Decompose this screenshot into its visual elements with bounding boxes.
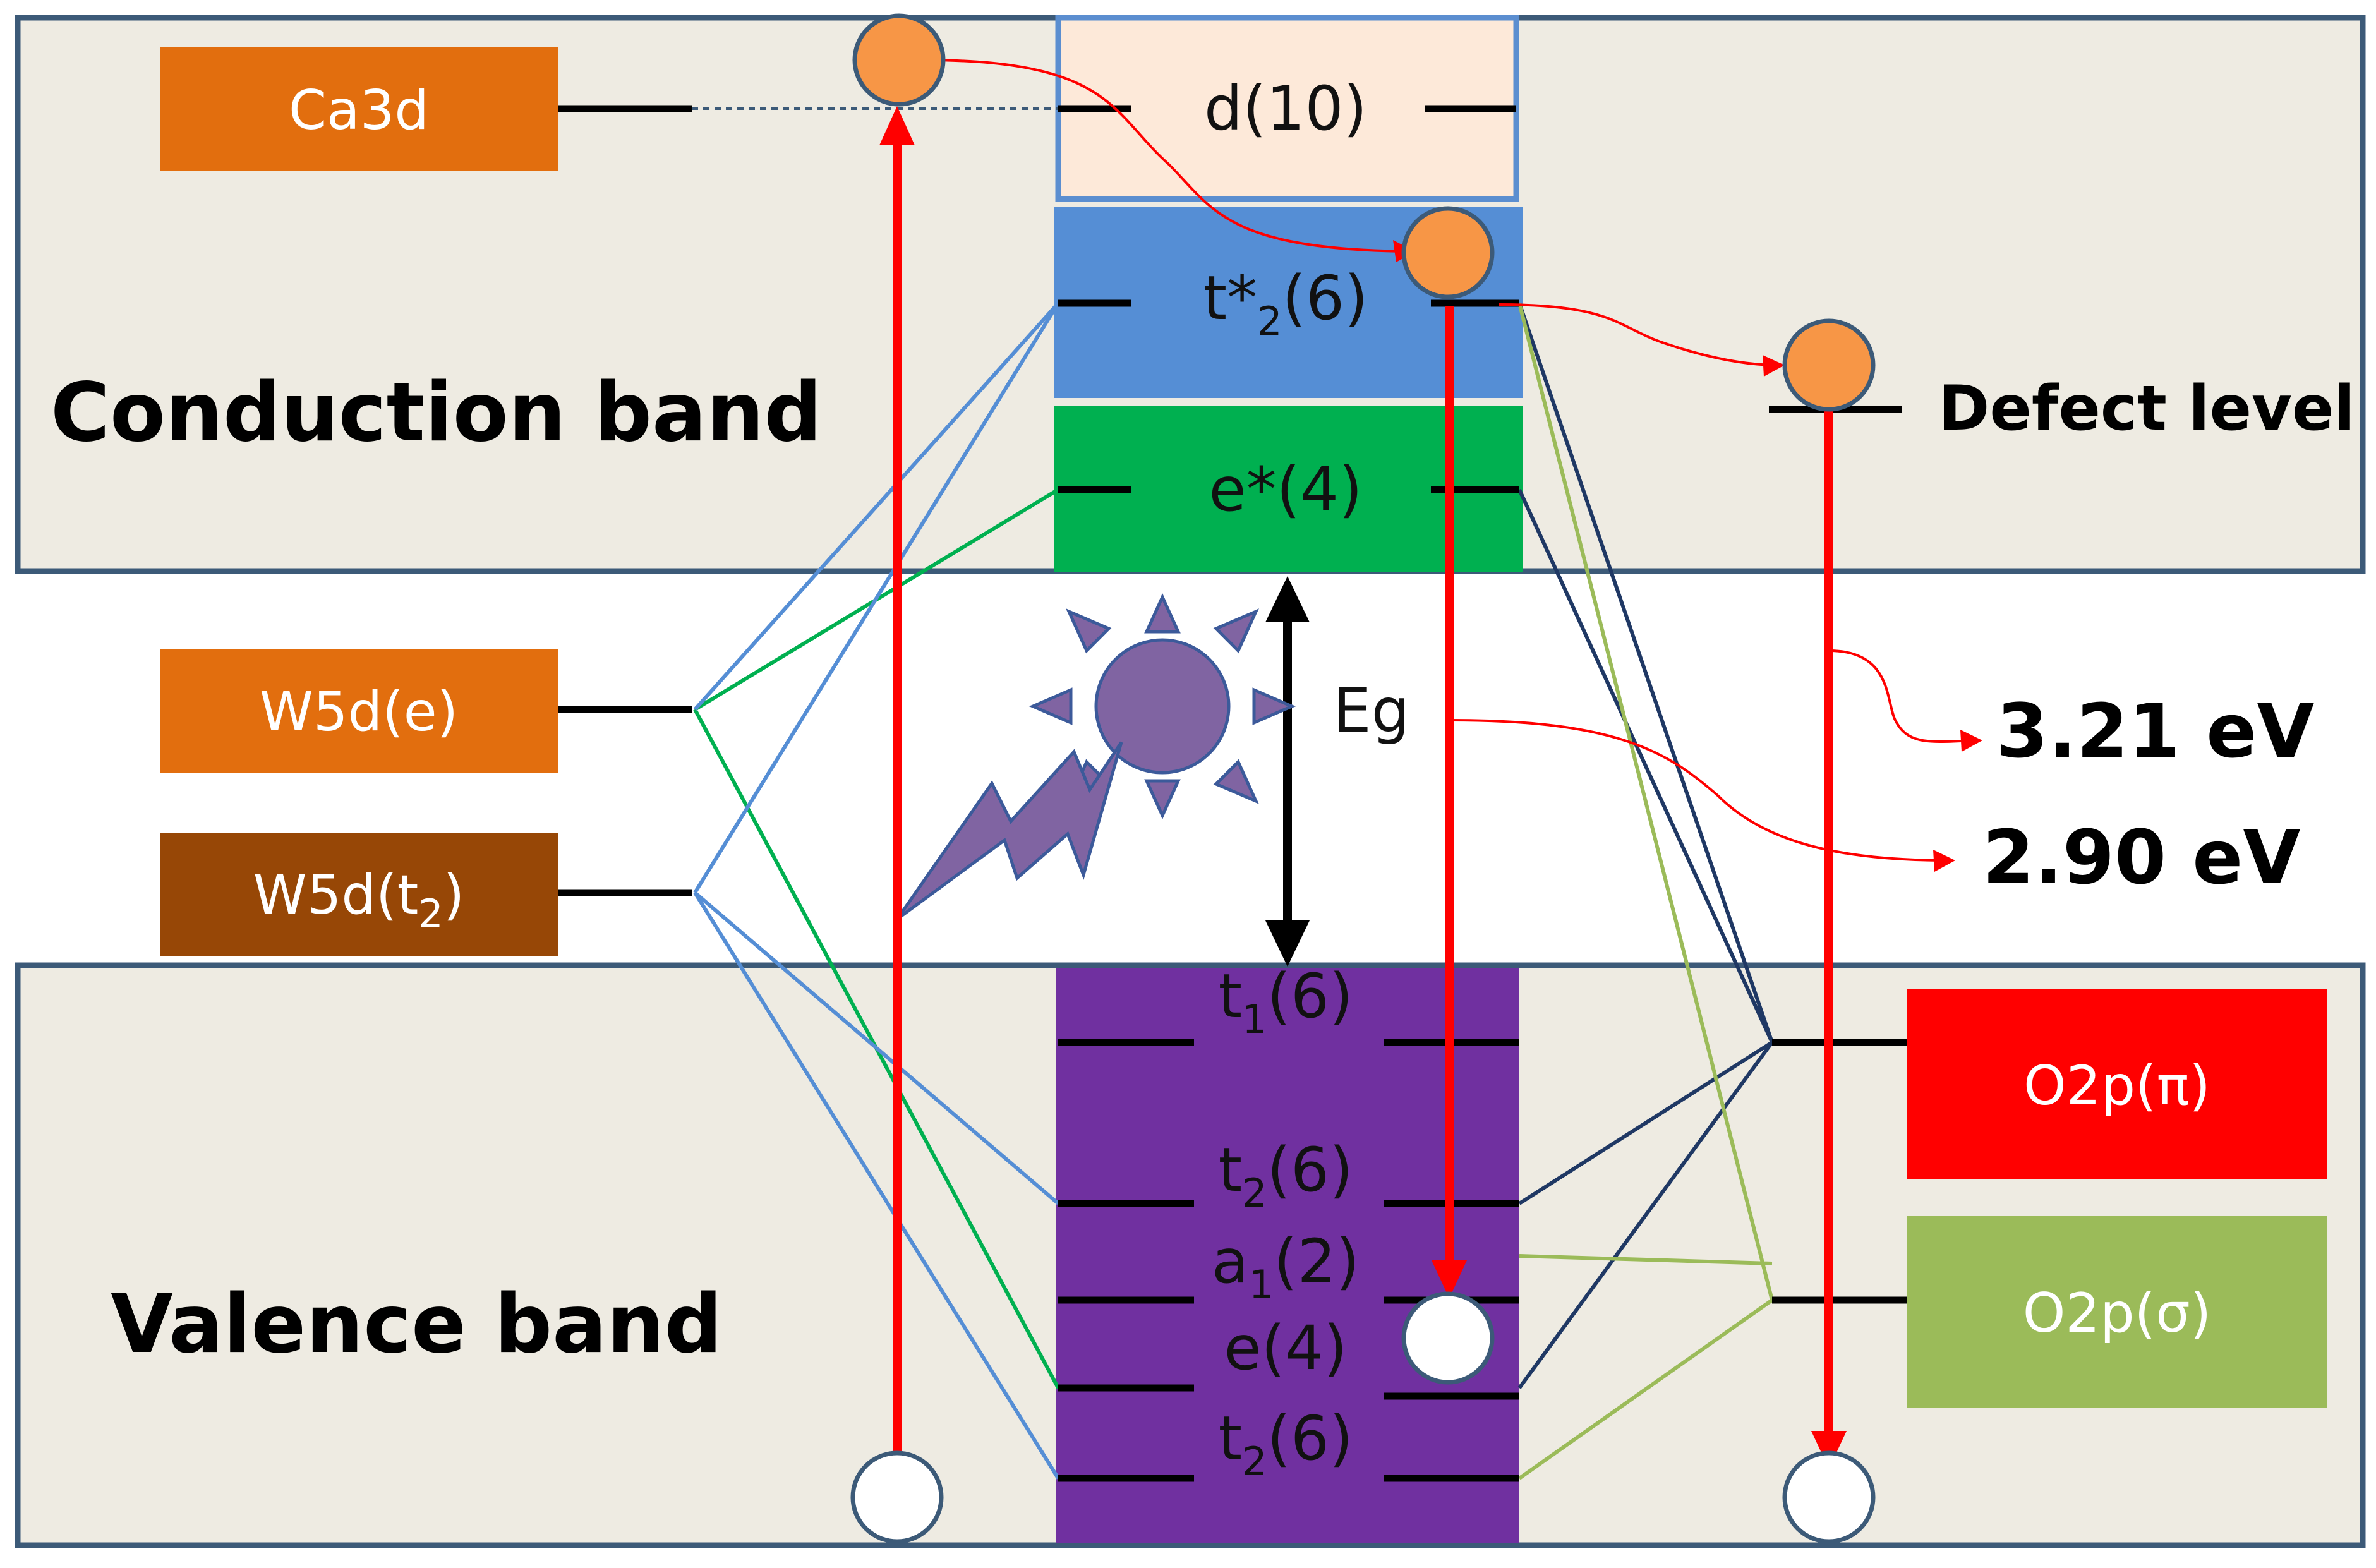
w5d-e-label: W5d(e) xyxy=(260,680,458,744)
hole-left xyxy=(850,1450,944,1544)
hole-right xyxy=(1782,1450,1876,1544)
o2p-sigma-label: O2p(σ) xyxy=(2023,1282,2212,1345)
emission-321-label: 3.21 eV xyxy=(1996,687,2315,775)
emission-290-label: 2.90 eV xyxy=(1982,814,2301,901)
t2-lower-label: t2(6) xyxy=(1218,1403,1353,1485)
hole-center xyxy=(1401,1291,1495,1385)
conduction-band-label: Conduction band xyxy=(51,366,822,460)
transition-arrows xyxy=(879,106,1847,1469)
t1-label: t1(6) xyxy=(1218,961,1353,1042)
o2p-pi-label: O2p(π) xyxy=(2023,1054,2210,1118)
t2-upper-label: t2(6) xyxy=(1218,1135,1353,1216)
electrons xyxy=(852,13,1876,412)
ca3d-box xyxy=(160,47,558,171)
w5d-t2-label: W5d(t2) xyxy=(253,864,465,937)
electron-ca3d xyxy=(852,13,946,107)
o2p-pi-box xyxy=(1907,989,2327,1179)
w5d-e-box xyxy=(160,649,558,773)
t2star-label: t*2(6) xyxy=(1203,263,1368,344)
defect-level-label: Defect level xyxy=(1938,373,2355,445)
electron-defect xyxy=(1782,318,1876,412)
e4-label: e(4) xyxy=(1224,1313,1347,1384)
band-gap-label: Eg xyxy=(1333,675,1410,746)
valence-mo-box xyxy=(1056,968,1519,1543)
correlation-lines xyxy=(692,107,1774,1480)
a1-label: a1(2) xyxy=(1212,1226,1360,1308)
d10-label: d(10) xyxy=(1204,73,1367,144)
electron-t2star xyxy=(1401,206,1495,299)
sun-icon xyxy=(1028,593,1296,820)
holes xyxy=(850,1291,1876,1544)
o2p-sigma-box xyxy=(1907,1216,2327,1408)
ca3d-label: Ca3d xyxy=(289,79,429,142)
valence-band-label: Valence band xyxy=(111,1277,722,1372)
lightning-icon xyxy=(895,741,1123,921)
estar-label: e*(4) xyxy=(1209,454,1362,525)
transfer-curves xyxy=(923,59,1982,872)
band-gap-arrow xyxy=(1265,576,1310,967)
w5d-t2-box xyxy=(160,833,558,956)
